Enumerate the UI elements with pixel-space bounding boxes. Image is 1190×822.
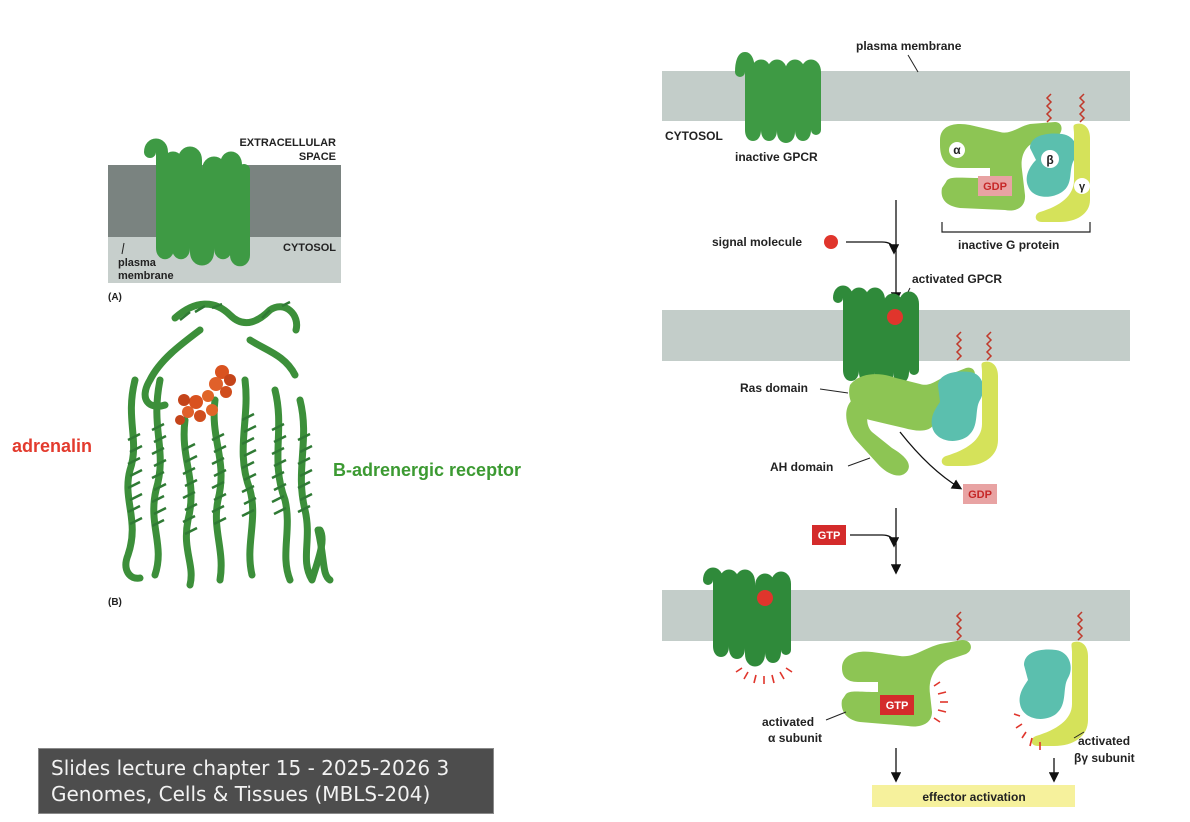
beta-subunit-row2 <box>931 371 984 441</box>
activated-bg-label: activated <box>1078 734 1130 748</box>
signal-arrow <box>846 241 900 255</box>
pathway-row-2: activated GPCR Ras domain AH domain GDP <box>662 272 1130 504</box>
receptor-annotation: B-adrenergic receptor <box>333 460 522 480</box>
alpha-badge <box>949 142 965 158</box>
footer-line-1: Slides lecture chapter 15 - 2025-2026 3 <box>51 756 450 780</box>
signal-molecule-dot <box>824 235 838 249</box>
effector-box <box>872 785 1075 807</box>
panel-b: (B) <box>108 300 334 608</box>
membrane-label: membrane <box>118 270 174 282</box>
activated-alpha-shape <box>841 640 971 727</box>
panel-a: EXTRACELLULAR SPACE CYTOSOL plasma membr… <box>108 137 341 303</box>
bg-activity-spikes <box>1013 713 1041 750</box>
helix-coils <box>127 300 313 536</box>
adrenalin-annotation: adrenalin <box>12 436 93 456</box>
gamma-subunit-shape <box>1035 123 1090 222</box>
cytosol-label-right: CYTOSOL <box>665 129 723 143</box>
inactive-gpcr-receptor <box>735 52 821 143</box>
ah-domain-label: AH domain <box>770 460 833 474</box>
alpha-activity-spikes <box>933 681 948 723</box>
alpha-subunit-label: α subunit <box>768 731 822 745</box>
pathway-row-1: plasma membrane CYTOSOL inactive GPCR α … <box>662 39 1130 252</box>
g-protein-bracket <box>941 222 1091 233</box>
bound-gtp-label: GTP <box>886 700 909 712</box>
released-gdp-badge <box>963 484 997 504</box>
active-gpcr-receptor-3 <box>703 567 791 667</box>
inactive-g-protein-label: inactive G protein <box>958 238 1059 252</box>
beta-badge <box>1041 150 1059 168</box>
signal-molecule-label: signal molecule <box>712 235 802 249</box>
gamma-badge <box>1074 178 1090 194</box>
activated-gpcr-label: activated GPCR <box>912 272 1002 286</box>
plasma-membrane-label: plasma membrane <box>856 39 962 53</box>
pathway-row-3: GTP activated α subunit activated βγ sub… <box>662 567 1135 765</box>
lipid-anchor-alpha <box>955 611 963 641</box>
extracellular-label: EXTRACELLULAR <box>239 137 336 149</box>
bound-signal-molecule <box>887 309 903 325</box>
lipid-anchors-1 <box>1045 93 1086 123</box>
activated-alpha-leader <box>825 711 847 721</box>
ras-domain-label: Ras domain <box>740 381 808 395</box>
gtp-arrow <box>850 534 900 548</box>
bound-signal-molecule-3 <box>757 590 773 606</box>
plasma-label: plasma <box>118 257 157 269</box>
alpha-label: α <box>953 143 961 157</box>
plasma-leader <box>121 242 125 255</box>
cytosol-label: CYTOSOL <box>283 242 336 254</box>
gamma-subunit-row2 <box>941 361 998 466</box>
bg-subunit-label: βγ subunit <box>1074 751 1135 765</box>
inactive-gpcr-label: inactive GPCR <box>735 150 818 164</box>
helix-bundle <box>122 300 334 589</box>
panel-a-tag: (A) <box>108 292 122 303</box>
receptor-activity-spikes <box>735 667 793 684</box>
receptor-7tm <box>144 138 250 267</box>
gdp-release-arrow <box>899 431 963 490</box>
activated-alpha-label: activated <box>762 715 814 729</box>
footer-line-2: Genomes, Cells & Tissues (MBLS-204) <box>51 782 431 806</box>
gtp-incoming-badge <box>812 525 846 545</box>
beta-label: β <box>1046 153 1053 167</box>
extracellular-label-2: SPACE <box>299 151 336 163</box>
alpha-ah-domain <box>846 400 909 476</box>
inactive-g-protein: α β γ GDP <box>940 93 1090 222</box>
ah-domain-leader <box>847 457 871 467</box>
activated-bg-leader <box>1073 731 1085 739</box>
plasma-membrane-leader <box>907 54 919 73</box>
released-gdp-label: GDP <box>968 489 992 501</box>
effector-label: effector activation <box>922 790 1025 804</box>
lipid-anchor-gamma <box>1076 611 1084 641</box>
activated-gpcr-receptor <box>833 285 919 389</box>
slide-footer: Slides lecture chapter 15 - 2025-2026 3 … <box>38 748 494 814</box>
gamma-label: γ <box>1079 181 1086 193</box>
alpha-subunit-shape <box>940 122 1062 211</box>
panel-b-tag: (B) <box>108 597 122 608</box>
activated-gamma-shape <box>1031 641 1088 746</box>
bound-gtp-badge <box>880 695 914 715</box>
ras-domain-leader <box>819 388 849 394</box>
adrenalin-ligand <box>175 365 236 425</box>
gdp-badge <box>978 176 1012 196</box>
lipid-anchors-2 <box>955 331 993 361</box>
membrane-band-1 <box>662 71 1130 121</box>
activated-beta-shape <box>1019 649 1071 719</box>
gtp-incoming-label: GTP <box>818 530 841 542</box>
gdp-label: GDP <box>983 181 1007 193</box>
